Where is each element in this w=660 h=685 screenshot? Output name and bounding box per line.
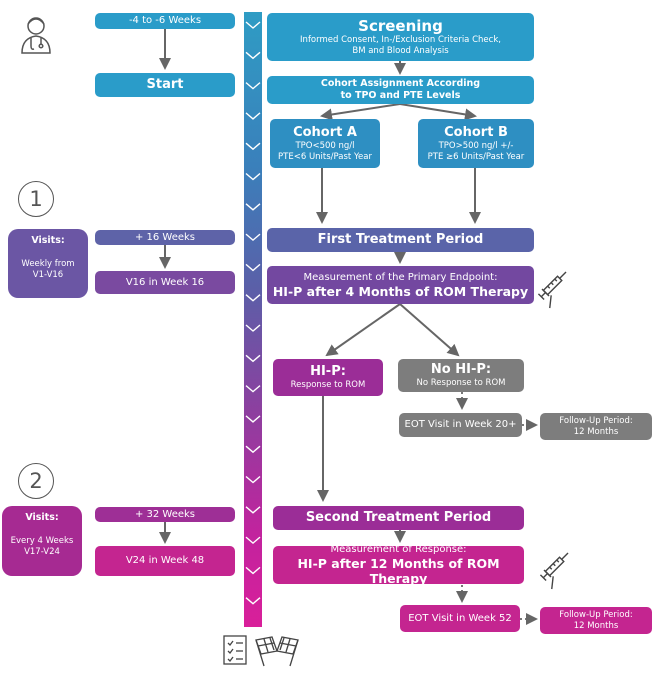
follow-up-1-line1: Follow-Up Period: — [559, 415, 633, 426]
v16-box: V16 in Week 16 — [95, 271, 235, 294]
timeline-chevron — [245, 475, 261, 484]
arrow-assign-b — [399, 103, 477, 121]
nohip-sub: No Response to ROM — [416, 378, 506, 388]
v24-box: V24 in Week 48 — [95, 546, 235, 576]
visits-phase-2: Visits: Every 4 Weeks V17-V24 — [2, 506, 82, 576]
checklist-icon — [223, 635, 247, 665]
eot52-label: EOT Visit in Week 52 — [408, 612, 512, 624]
visits-2-line2: V17-V24 — [24, 547, 60, 557]
timeline-chevron — [245, 172, 261, 181]
nohip-title: No HI-P: — [430, 362, 492, 377]
timeline-chevron — [245, 294, 261, 302]
screening-line2: BM and Blood Analysis — [352, 46, 449, 56]
second-treatment-box: Second Treatment Period — [273, 506, 524, 530]
visits-1-line2: V1-V16 — [32, 270, 64, 280]
visits-1-line1: Weekly from — [21, 259, 75, 269]
timeline-chevron — [245, 385, 261, 393]
plus16-box: + 16 Weeks — [95, 230, 235, 245]
phase-1-marker: 1 — [18, 181, 54, 217]
plus32-label: + 32 Weeks — [134, 508, 196, 520]
hip-box: HI-P: Response to ROM — [273, 359, 383, 396]
follow-up-2-box: Follow-Up Period: 12 Months — [540, 607, 652, 634]
phase-2-marker: 2 — [18, 463, 54, 499]
timeline-chevron — [245, 445, 261, 454]
doctor-icon — [21, 17, 51, 54]
follow-up-2-line1: Follow-Up Period: — [559, 609, 633, 620]
cohort-b-line1: TPO>500 ng/l +/- — [438, 140, 514, 151]
cohort-b-line2: PTE ≥6 Units/Past Year — [427, 151, 525, 162]
timeline-chevron — [245, 203, 261, 211]
timeline-chevron — [245, 82, 261, 90]
plus32-box: + 32 Weeks — [95, 507, 235, 522]
timeline-chevron — [245, 536, 261, 545]
arrow-measure-nohip — [399, 303, 460, 357]
visits-1-title: Visits: — [31, 235, 65, 246]
cohort-assignment-line2: to TPO and PTE Levels — [340, 90, 461, 101]
visits-phase-1: Visits: Weekly from V1-V16 — [8, 229, 88, 298]
primary-endpoint-line2: HI-P after 4 Months of ROM Therapy — [272, 283, 529, 299]
timeline-chevron — [245, 354, 261, 363]
v24-label: V24 in Week 48 — [125, 555, 205, 566]
primary-endpoint-box: Measurement of the Primary Endpoint: HI-… — [267, 266, 534, 304]
timeline-chevron — [245, 263, 261, 272]
screening-line1: Informed Consent, In-/Exclusion Criteria… — [300, 35, 501, 45]
cohort-b-title: Cohort B — [444, 124, 508, 140]
plus16-label: + 16 Weeks — [134, 231, 196, 243]
first-treatment-label: First Treatment Period — [317, 232, 484, 247]
nohip-box: No HI-P: No Response to ROM — [398, 359, 524, 392]
timeline-chevron — [245, 233, 261, 242]
primary-endpoint-line1: Measurement of the Primary Endpoint: — [303, 271, 498, 283]
timeline-chevron — [245, 566, 261, 575]
second-treatment-label: Second Treatment Period — [305, 510, 492, 525]
visits-2-title: Visits: — [25, 512, 59, 523]
start-label: Start — [146, 77, 184, 92]
timeline-chevron — [245, 506, 261, 514]
cohort-assignment-box: Cohort Assignment According to TPO and P… — [267, 76, 534, 104]
timeline-chevrons — [245, 21, 261, 605]
screening-box: Screening Informed Consent, In-/Exclusio… — [267, 13, 534, 61]
hip-sub: Response to ROM — [290, 380, 366, 390]
eot52-box: EOT Visit in Week 52 — [400, 605, 520, 632]
follow-up-1-line2: 12 Months — [573, 426, 619, 437]
response-line2: HI-P after 12 Months of ROM Therapy — [297, 556, 500, 586]
timeline-chevron — [245, 21, 261, 29]
visits-2-line1: Every 4 Weeks — [10, 536, 74, 546]
pre-weeks-label: -4 to -6 Weeks — [128, 15, 202, 26]
pre-weeks-box: -4 to -6 Weeks — [95, 13, 235, 29]
timeline-chevron — [245, 415, 261, 423]
start-box: Start — [95, 73, 235, 97]
cohort-a-box: Cohort A TPO<500 ng/l PTE<6 Units/Past Y… — [270, 119, 380, 168]
syringe-icon — [539, 552, 569, 590]
follow-up-1-box: Follow-Up Period: 12 Months — [540, 413, 652, 440]
timeline-chevron — [245, 112, 261, 120]
hip-title: HI-P: — [310, 364, 346, 379]
response-box: Measurement of Response: HI-P after 12 M… — [273, 544, 524, 586]
timeline-chevron — [245, 51, 261, 60]
cohort-a-line2: PTE<6 Units/Past Year — [278, 151, 372, 162]
eot20-label: EOT Visit in Week 20+ — [404, 419, 517, 430]
timeline-chevron — [245, 597, 261, 605]
arrow-measure-hip — [325, 303, 401, 357]
eot20-box: EOT Visit in Week 20+ — [399, 413, 522, 437]
cohort-assignment-line1: Cohort Assignment According — [320, 78, 481, 89]
phase-2-number: 2 — [29, 469, 43, 493]
checkered-flag-icon — [255, 636, 299, 667]
timeline-bar — [244, 12, 262, 627]
phase-1-number: 1 — [29, 187, 43, 211]
v16-label: V16 in Week 16 — [125, 276, 205, 288]
arrow-assign-a — [320, 103, 401, 121]
first-treatment-box: First Treatment Period — [267, 228, 534, 252]
screening-title: Screening — [358, 17, 443, 35]
timeline-chevron — [245, 324, 261, 332]
syringe-icon — [537, 271, 567, 309]
timeline-chevron — [245, 142, 261, 151]
follow-up-2-line2: 12 Months — [573, 620, 619, 631]
response-line1: Measurement of Response: — [330, 544, 467, 555]
cohort-a-title: Cohort A — [293, 124, 357, 140]
cohort-b-box: Cohort B TPO>500 ng/l +/- PTE ≥6 Units/P… — [418, 119, 534, 168]
cohort-a-line1: TPO<500 ng/l — [295, 140, 355, 151]
